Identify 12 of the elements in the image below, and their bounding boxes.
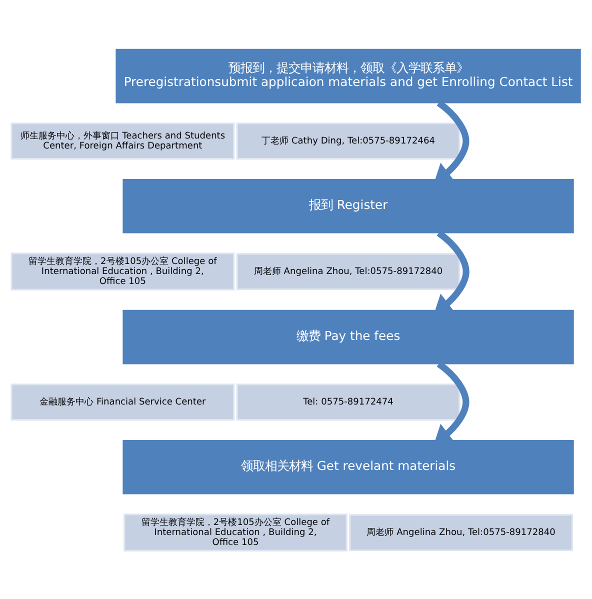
node-box: 领取相关材料 Get revelant materials xyxy=(122,439,574,494)
node-box: 留学生教育学院，2号楼105办公室 College of International Education , Building 2, Office 105 xyxy=(124,513,348,552)
node-box: 周老师 Angelina Zhou, Tel:0575-89172840 xyxy=(349,514,574,551)
node-box: 留学生教育学院，2号楼105办公室 College of International Education , Building 2, Office 105 xyxy=(10,252,235,290)
node-box: Tel: 0575-89172474 xyxy=(236,383,460,420)
node-box: 丁老师 Cathy Ding, Tel:0575-89172464 xyxy=(236,122,460,160)
node-box: 师生服务中心，外事窗口 Teachers and Students Center, Foreign Affairs Department xyxy=(10,122,235,160)
node-box: 预报到，提交申请材料，领取《入学联系单》 Preregistrationsubmit applicaion materials and get Enrolling Contact List xyxy=(116,48,581,103)
node-box: 周老师 Angelina Zhou, Tel:0575-89172840 xyxy=(236,252,460,290)
node-box: 金融服务中心 Financial Service Center xyxy=(10,383,235,420)
node-box: 缴费 Pay the fees xyxy=(122,309,574,364)
node-box: 报到 Register xyxy=(122,178,574,233)
